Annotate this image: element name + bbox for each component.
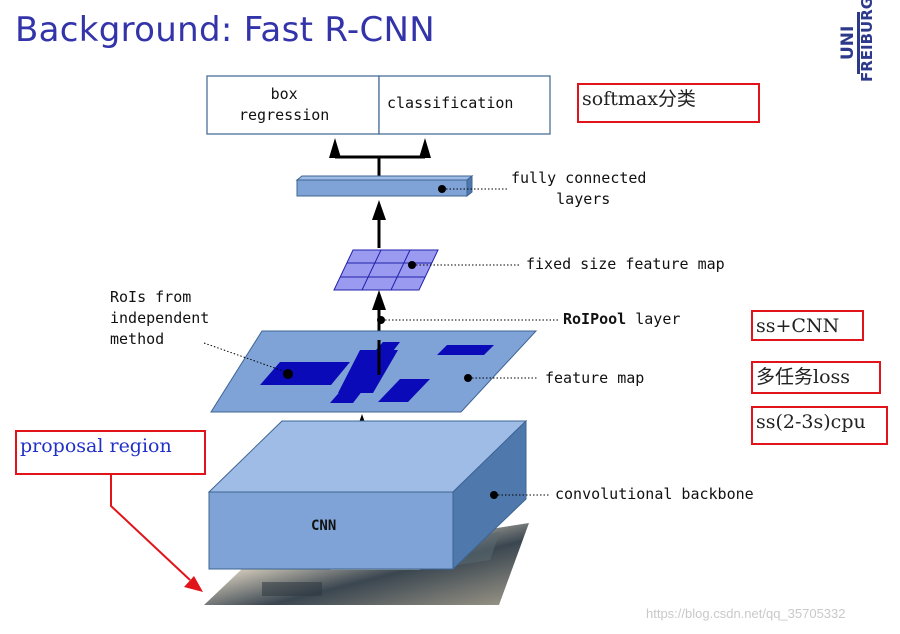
roi-box-center-wide [338, 350, 398, 393]
proposal-arrow [110, 475, 203, 592]
fixed-size-grid [333, 249, 439, 291]
head-box-regression: box regression [239, 85, 330, 124]
label-feature-map: feature map [545, 369, 645, 387]
label-cnn: CNN [311, 518, 337, 534]
label-fixed-size: fixed size feature map [526, 255, 725, 273]
cnn-backbone-block [207, 419, 528, 571]
backbone-dot [490, 491, 498, 499]
label-roipool: RoIPool layer [563, 309, 680, 330]
rois-dot [283, 369, 293, 379]
university-logo: UNI FREIBURG [838, 0, 880, 86]
arrow-fixed-to-fc [372, 200, 386, 248]
note-ss-time: ss(2-3s)cpu [751, 406, 888, 445]
label-fully-connected: fully connected layers [511, 169, 647, 208]
head-classification: classification [387, 94, 514, 112]
rois-leader [203, 342, 287, 373]
feature-map-dot [464, 374, 472, 382]
label-rois: RoIs from independent method [110, 288, 210, 348]
label-backbone: convolutional backbone [555, 485, 754, 503]
fc-layer-bar [295, 174, 474, 198]
split-arrow [329, 138, 431, 178]
label-roipool-rest: layer [626, 310, 681, 328]
note-proposal-region: proposal region [15, 430, 206, 475]
page-title: Background: Fast R-CNN [15, 10, 435, 50]
note-ss-cnn: ss+CNN [751, 310, 864, 341]
watermark: https://blog.csdn.net/qq_35705332 [646, 606, 846, 621]
fixed-dot [408, 261, 416, 269]
roipool-dot [377, 316, 385, 324]
label-roipool-bold: RoIPool [563, 310, 627, 328]
roi-box-left [260, 362, 350, 385]
note-softmax: softmax分类 [577, 83, 760, 123]
roi-box-right-bottom [378, 379, 430, 402]
logo-divider [857, 12, 860, 74]
classification-box [378, 75, 551, 135]
note-multitask-loss: 多任务loss [751, 361, 881, 394]
box-regression-box [206, 75, 380, 135]
fc-dot [438, 185, 446, 193]
roi-box-right-top [437, 345, 494, 355]
